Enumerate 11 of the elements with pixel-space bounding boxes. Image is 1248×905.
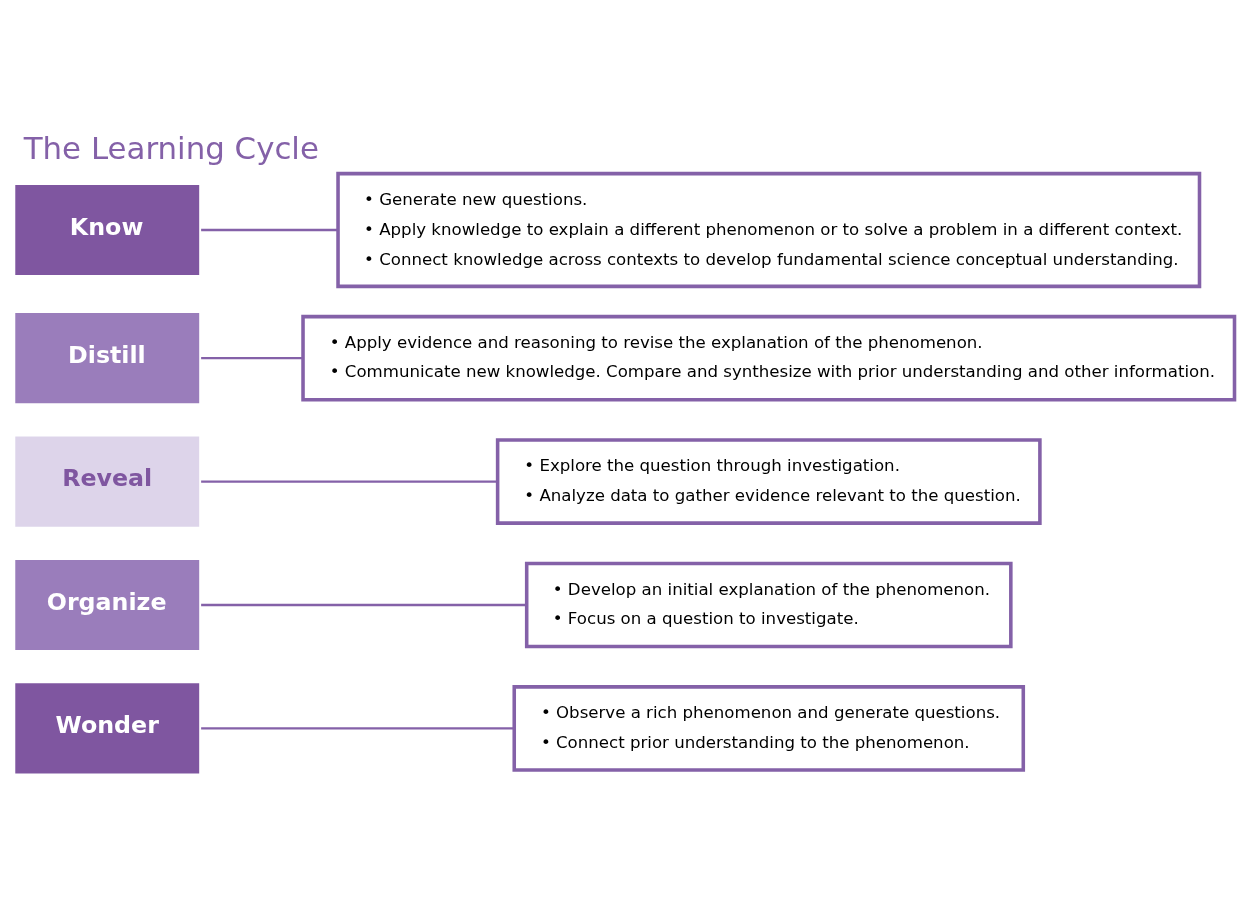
node-box: • Explore the question through investigation. • Analyze data to gather evidence relevant to the question.: [495, 438, 1042, 525]
node-box: • Generate new questions. • Apply knowledge to explain a different phenomenon or to solve a problem in a different context. • Connect knowledge across contexts to develop fundamental science conceptual understanding.: [336, 171, 1202, 289]
diagram-title: The Learning Cycle: [23, 130, 319, 167]
connector: [201, 480, 498, 483]
connector: [201, 228, 338, 232]
node-box: • Observe a rich phenomenon and generate questions. • Connect prior understanding to the phenomenon.: [512, 685, 1026, 772]
node-box: • Apply evidence and reasoning to revise the explanation of the phenomenon. • Communicate new knowledge. Compare and synthesize with prior understanding and other information.: [301, 314, 1237, 402]
connector: [201, 357, 303, 360]
connector: [201, 727, 515, 730]
connector: [201, 603, 527, 607]
node-box: • Develop an initial explanation of the phenomenon. • Focus on a question to investigate.: [524, 561, 1013, 649]
